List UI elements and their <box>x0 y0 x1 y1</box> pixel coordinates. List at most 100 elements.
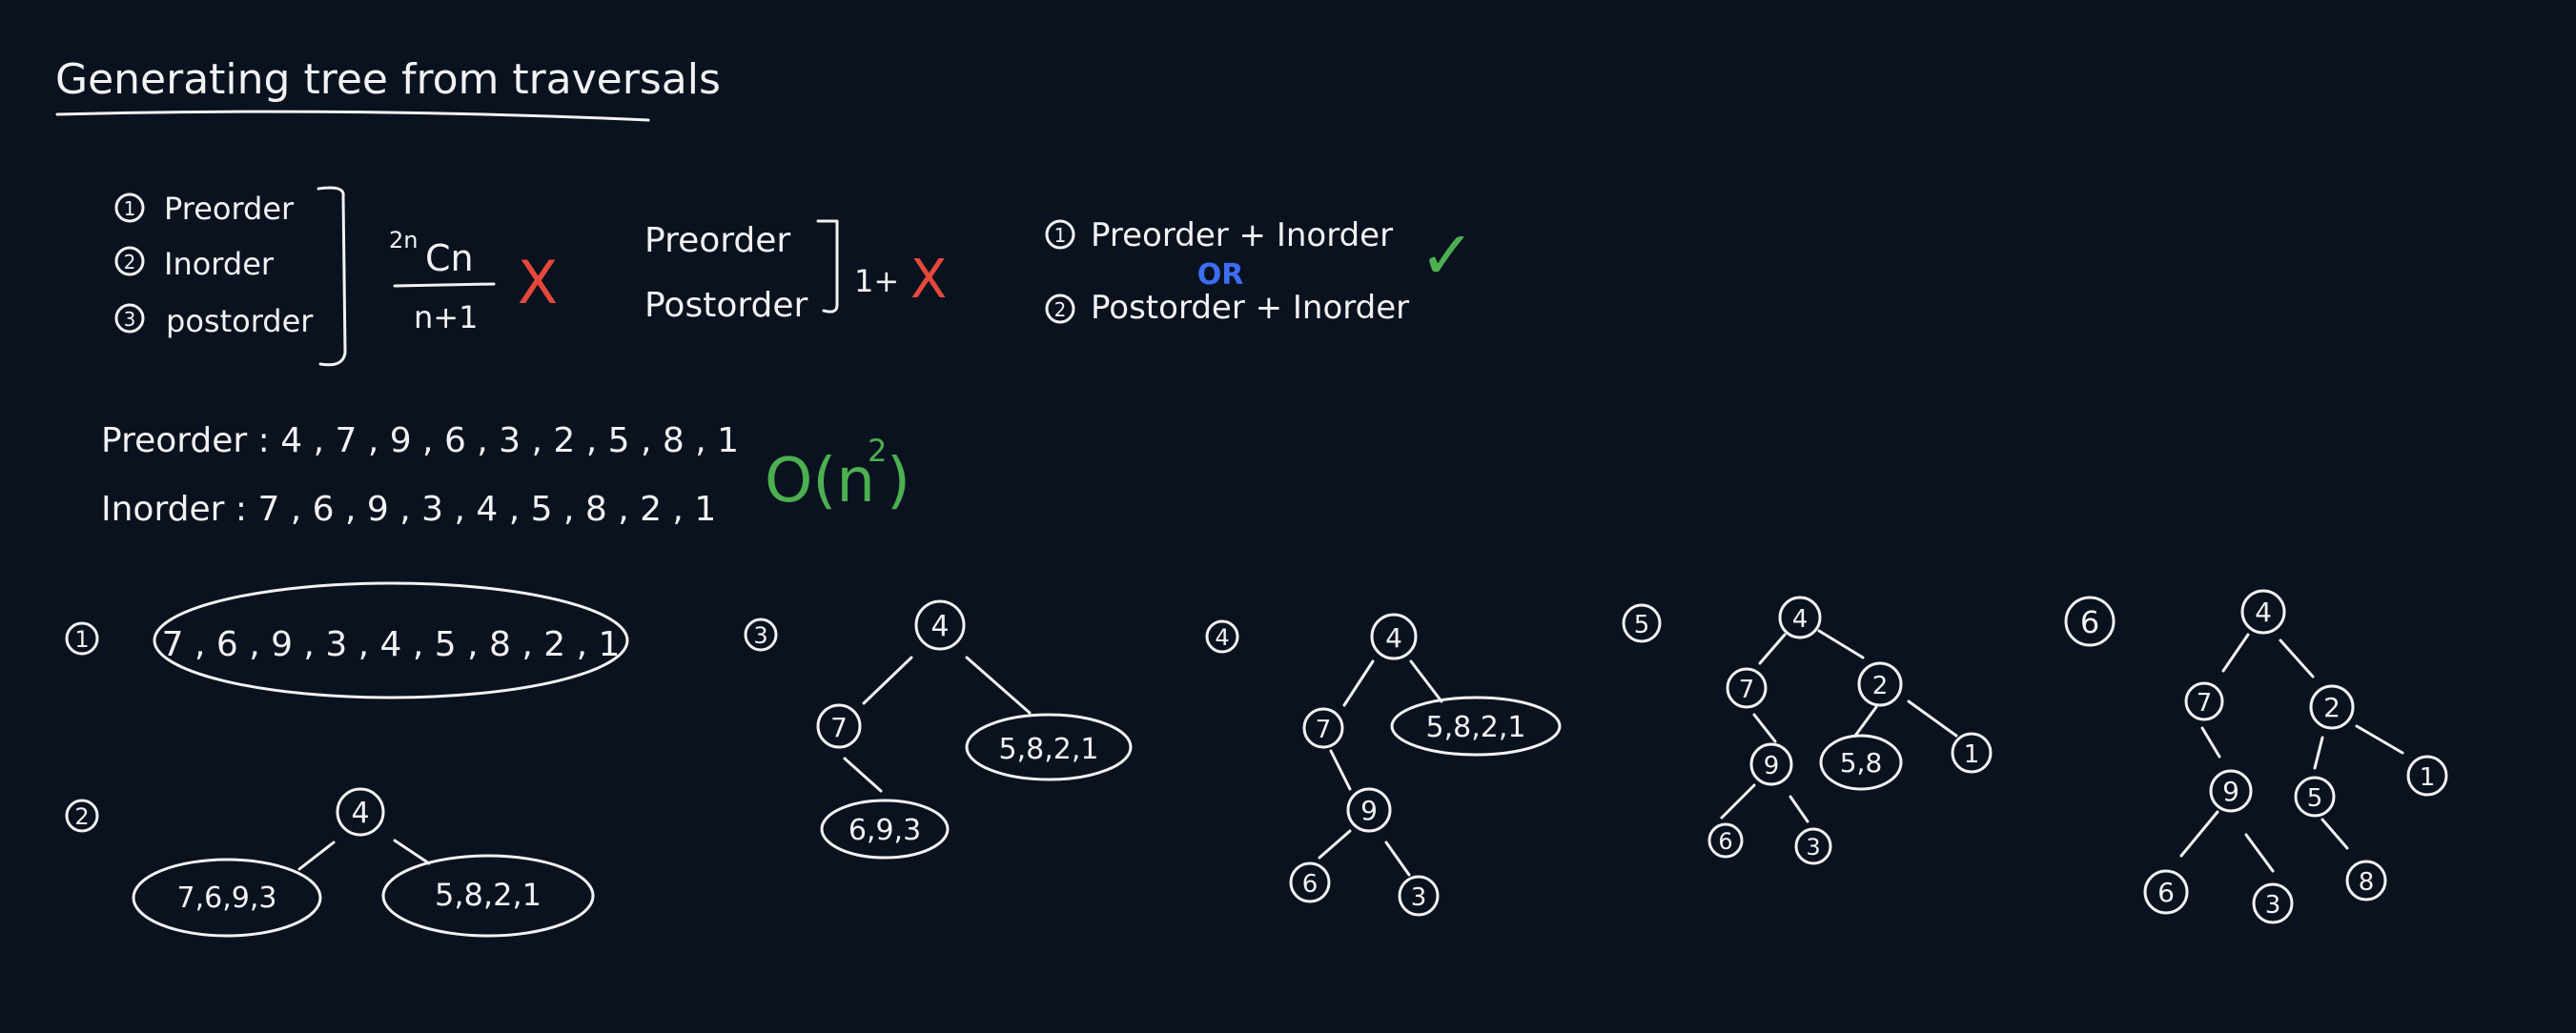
list-marker-num: 1 <box>124 197 136 220</box>
tree-edge <box>2320 818 2349 850</box>
tree-edge <box>965 656 1032 715</box>
tree-edge <box>862 656 913 705</box>
tree-edge <box>2355 724 2404 755</box>
node-label: 4 <box>351 797 369 830</box>
tree-edge <box>1758 633 1787 665</box>
list-marker-num: 2 <box>124 251 136 273</box>
tree-node <box>1794 827 1832 865</box>
left-set: 7,6,9,3 <box>177 881 277 915</box>
node-label: 4 <box>930 610 949 643</box>
tree-node <box>1707 822 1744 859</box>
set-ellipse <box>132 858 322 938</box>
set-ellipse <box>1819 734 1903 791</box>
pre-post-bracket <box>816 219 839 314</box>
complexity-close: ) <box>887 446 910 516</box>
traversal-inorder: Inorder <box>164 246 275 282</box>
node-label: 2 <box>2323 692 2341 723</box>
list-marker-3 <box>114 303 145 334</box>
pre-post-line2: Postorder <box>644 286 808 325</box>
node-label: 1 <box>1964 740 1980 769</box>
pre-post-line1: Preorder <box>644 221 790 260</box>
step-number: 5 <box>1634 611 1650 639</box>
node-label: 7 <box>1739 676 1755 704</box>
traversal-postorder: postorder <box>166 303 314 339</box>
tree-node <box>2345 860 2387 901</box>
node-label: 7 <box>2197 689 2213 718</box>
tree-node <box>816 703 862 749</box>
tree-edge <box>1318 829 1352 860</box>
pre-post-suffix: 1+ <box>854 263 899 299</box>
tree-edge <box>393 839 431 865</box>
inorder-sequence: Inorder : 7 , 6 , 9 , 3 , 4 , 5 , 8 , 2 … <box>101 490 716 529</box>
tree-edge <box>1817 629 1865 659</box>
title-underline <box>55 110 650 122</box>
tree-node <box>1289 861 1331 903</box>
set-ellipse <box>381 854 595 938</box>
step-number: 4 <box>1215 624 1229 651</box>
set-ellipse <box>820 799 950 860</box>
node-label: 4 <box>2255 597 2272 628</box>
step-marker <box>1622 603 1662 643</box>
node-label: 3 <box>2265 891 2281 920</box>
step-4: 4 4 7 5,8,2,1 9 6 3 <box>1205 613 1562 917</box>
formula-denominator: n+1 <box>414 299 478 335</box>
tree-node <box>1346 787 1392 833</box>
pre-post-group: Preorder Postorder 1+ X <box>644 219 947 325</box>
tree-edge <box>1720 783 1756 820</box>
step-number: 3 <box>753 622 767 649</box>
tree-node <box>2309 684 2355 730</box>
tree-node <box>2143 869 2189 915</box>
step-2: 2 4 7,6,9,3 5,8,2,1 <box>65 787 595 938</box>
list-marker-2 <box>114 246 145 276</box>
list-bracket <box>317 186 347 367</box>
tree-edge <box>1329 749 1352 791</box>
tree-edge <box>1789 795 1809 823</box>
page-title: Generating tree from traversals <box>55 55 721 104</box>
node-label: 4 <box>1792 605 1809 634</box>
step-marker <box>1205 619 1239 654</box>
tree-edge <box>1409 659 1443 703</box>
tree-node <box>1398 875 1440 917</box>
tree-node <box>1778 596 1822 639</box>
tree-edge <box>1752 713 1777 743</box>
right-set: 5,8,2,1 <box>435 877 542 913</box>
traversal-list: 1 Preorder 2 Inorder 3 postorder <box>114 186 347 367</box>
tree-edge <box>843 757 883 793</box>
node-label: 8 <box>2359 868 2375 897</box>
tree-node <box>2294 776 2336 818</box>
node-label: 7 <box>830 712 848 743</box>
set-ellipse <box>965 713 1133 781</box>
valid-combos: 1 Preorder + Inorder OR 2 Postorder + In… <box>1045 216 1475 327</box>
tree-edge <box>2244 833 2275 873</box>
left-set: 6,9,3 <box>848 814 921 847</box>
step-6: 6 4 7 2 9 5 1 6 3 8 <box>2064 589 2448 924</box>
node-label: 3 <box>1806 834 1820 861</box>
node-label: 9 <box>1360 795 1378 826</box>
tree-edge <box>1384 841 1411 877</box>
formula-superscript: 2n <box>389 227 418 253</box>
tree-node <box>1370 613 1418 660</box>
tree-edge <box>2179 810 2219 858</box>
tree-edge <box>1342 659 1375 707</box>
tree-edge <box>1853 705 1878 738</box>
node-label: 6 <box>1302 870 1319 899</box>
step1-set: 7 , 6 , 9 , 3 , 4 , 5 , 8 , 2 , 1 <box>162 625 621 664</box>
combo-marker-num: 1 <box>1054 224 1067 247</box>
step-marker <box>65 621 99 656</box>
tree-edge <box>1907 699 1958 738</box>
tree-node <box>336 787 385 837</box>
node-label: 6 <box>1718 828 1732 855</box>
node-label: 4 <box>1385 622 1402 654</box>
tree-node <box>2209 769 2253 813</box>
node-label: 1 <box>2420 763 2436 792</box>
complexity-exponent: 2 <box>868 433 887 469</box>
combo-postorder-inorder: Postorder + Inorder <box>1091 289 1409 327</box>
node-label: 2 <box>1872 672 1889 700</box>
list-marker-1 <box>114 192 145 223</box>
step-number: 1 <box>74 626 89 653</box>
combo-marker-2 <box>1045 294 1075 324</box>
traversal-preorder: Preorder <box>164 191 295 227</box>
node-label: 9 <box>2222 776 2239 807</box>
tree-node <box>2252 882 2294 924</box>
